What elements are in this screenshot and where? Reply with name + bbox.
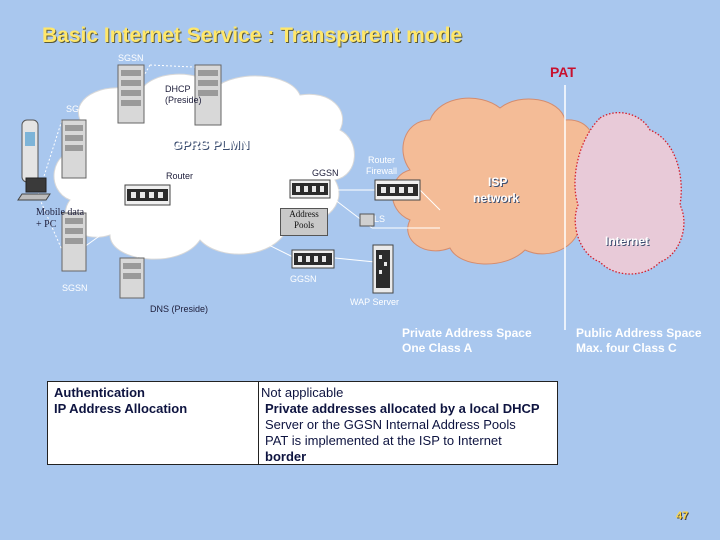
private-address-space-label: Private Address Space	[402, 326, 532, 340]
router-firewall-label-1: Router	[368, 155, 396, 165]
internet-label: Internet	[605, 234, 650, 248]
dhcp-label: DHCP	[165, 84, 191, 94]
link-router-dns	[134, 195, 156, 266]
ip-address-allocation-label: IP Address Allocation	[54, 401, 188, 416]
public-address-space-label: Public Address Space	[576, 326, 702, 340]
sgsn-top-server-icon	[117, 64, 145, 124]
link-firewall-isp	[419, 189, 441, 211]
isp-label-2: network	[473, 191, 520, 205]
allocation-line-1: Private addresses allocated by a local D…	[265, 401, 540, 416]
link-ggsn2-wap	[334, 257, 376, 263]
gprs-plmn-label: GPRS PLMN	[172, 137, 250, 152]
link-router-ggsn	[169, 184, 301, 197]
internet-cloud	[574, 112, 685, 275]
laptop-icon	[17, 177, 51, 201]
ls-icon	[359, 213, 375, 227]
allocation-line-4: border	[265, 449, 307, 464]
sgsn-bottom-label: SGSN	[62, 283, 88, 293]
page-title: Basic Internet Service : Transparent mod…	[42, 24, 463, 47]
router-firewall-icon	[374, 179, 421, 201]
public-address-class-label: Max. four Class C	[576, 341, 677, 355]
dns-server-icon	[119, 257, 145, 299]
sgsn-mid-server-icon	[61, 119, 87, 179]
private-address-class-label: One Class A	[402, 341, 473, 355]
info-table: Authentication IP Address Allocation Not…	[47, 381, 558, 465]
pools-label-2: Pools	[293, 220, 314, 230]
mobile-phone-icon	[21, 119, 39, 183]
allocation-line-3: PAT is implemented at the ISP to Interne…	[265, 433, 502, 448]
table-value-column: Not applicable Private addresses allocat…	[261, 382, 553, 465]
sgsn-bottom-server-icon	[61, 212, 87, 272]
authentication-label: Authentication	[54, 385, 145, 400]
ggsn-bottom-label: GGSN	[290, 274, 317, 284]
ggsn-top-label: GGSN	[312, 168, 339, 178]
mobile-label-1: Mobile data	[36, 207, 85, 218]
dns-label: DNS (Preside)	[150, 304, 209, 314]
mobile-label-2: + PC	[36, 219, 57, 230]
ggsn-top-icon	[289, 179, 331, 199]
address-pools-box: Address Pools	[280, 208, 328, 236]
authentication-value: Not applicable	[261, 385, 344, 400]
allocation-line-2: Server or the GGSN Internal Address Pool…	[265, 417, 516, 432]
ls-label: LS	[374, 214, 386, 224]
pat-label: PAT	[550, 64, 576, 80]
isp-label-1: ISP	[488, 175, 508, 189]
link-router-ggsn2	[169, 195, 296, 259]
router-firewall-label-2: Firewall	[366, 166, 398, 176]
router-label: Router	[166, 171, 194, 181]
wap-server-label: WAP Server	[350, 297, 400, 307]
dhcp-server-icon	[194, 64, 222, 126]
table-label-column: Authentication IP Address Allocation	[48, 382, 259, 464]
sgsn-top-label: SGSN	[118, 53, 144, 63]
wap-server-icon	[372, 244, 394, 294]
sgsn-mid-label: SGSN	[66, 104, 92, 114]
page-number: 47	[676, 510, 689, 522]
router-icon	[124, 184, 171, 206]
ggsn-bottom-icon	[291, 249, 335, 269]
dhcp-sub-label: (Preside)	[165, 95, 202, 105]
dotted-link-4	[149, 64, 216, 69]
pools-label-1: Address	[289, 209, 319, 219]
